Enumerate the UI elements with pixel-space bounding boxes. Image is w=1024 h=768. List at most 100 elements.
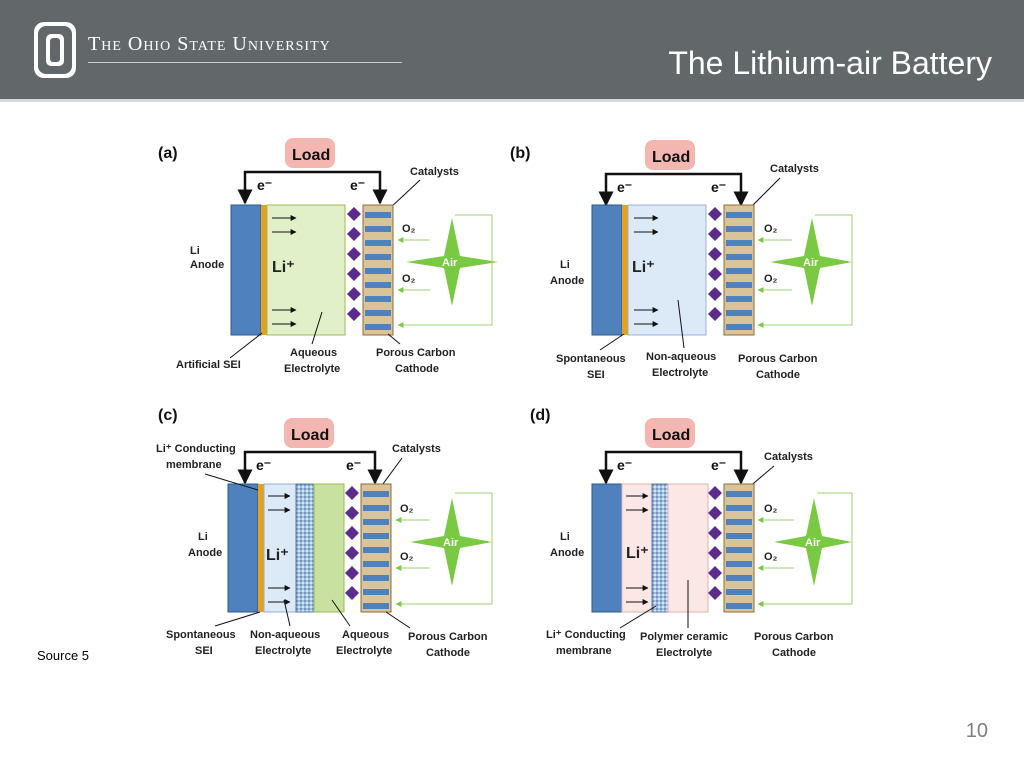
panel-b-cathode-label-1: Porous Carbon — [738, 353, 818, 365]
panel-a-load: Load — [292, 147, 330, 164]
panel-a-o2-bottom: O₂ — [402, 273, 416, 285]
panel-a-cathode-label-2: Cathode — [395, 363, 439, 375]
panel-c-sei — [258, 484, 264, 612]
panel-c-cathode-label-1: Porous Carbon — [408, 631, 488, 643]
panel-a-electron-left: e⁻ — [257, 177, 272, 193]
panel-a-anode-label-1: Li — [190, 245, 200, 257]
panel-c-load: Load — [291, 427, 329, 444]
panel-b-o2-bottom: O₂ — [764, 273, 778, 285]
panel-d-catalysts-label: Catalysts — [764, 451, 813, 463]
panel-b-electrolyte-label-2: Electrolyte — [652, 367, 708, 379]
panel-b-cathode-label-2: Cathode — [756, 369, 800, 381]
panel-a-air-path — [397, 214, 493, 328]
panel-d-cathode — [723, 483, 755, 613]
panel-c-o2-bottom: O₂ — [400, 551, 414, 563]
panel-b-electrolyte-label-1: Non-aqueous — [646, 351, 716, 363]
panel-a-catalysts-label: Catalysts — [410, 166, 459, 178]
panel-c-anode — [227, 483, 259, 613]
panel-d-cathode-label-2: Cathode — [772, 647, 816, 659]
panel-d-membrane-label-2: membrane — [556, 645, 612, 657]
panel-a-cathode-label-1: Porous Carbon — [376, 347, 456, 359]
panel-b: (b) Load e⁻ e⁻ Catalysts Li⁺ — [510, 140, 853, 381]
panel-b-electrolyte — [627, 204, 707, 336]
panel-b-anode — [591, 204, 623, 336]
panel-c-electron-left: e⁻ — [256, 457, 271, 473]
panel-d-li-ion: Li⁺ — [626, 545, 649, 562]
panel-a-electron-right: e⁻ — [350, 177, 365, 193]
panel-c-electron-right: e⁻ — [346, 457, 361, 473]
panel-a-electrolyte-label-2: Electrolyte — [284, 363, 340, 375]
panel-a-circuit — [237, 170, 388, 205]
panel-d-cathode-label-1: Porous Carbon — [754, 631, 834, 643]
panel-c-load-box — [284, 418, 334, 448]
panel-c-aq-label-2: Electrolyte — [336, 645, 392, 657]
panel-b-o2-top: O₂ — [764, 223, 778, 235]
panel-a-o2-top: O₂ — [402, 223, 416, 235]
panel-a-anode — [230, 204, 262, 336]
panel-a-air-star — [406, 218, 498, 306]
panel-d-load: Load — [652, 427, 690, 444]
panel-a-air: Air — [442, 257, 458, 269]
panel-d-polymer-label-1: Polymer ceramic — [640, 631, 728, 643]
panel-b-load-box — [645, 140, 695, 170]
panel-c-li-ion: Li⁺ — [266, 547, 289, 564]
panel-d-tag: (d) — [530, 407, 550, 424]
panel-c-sei-label-1: Spontaneous — [166, 629, 236, 641]
panel-b-sei-label-2: SEI — [587, 369, 605, 381]
panel-a-catalyst-diamonds — [347, 207, 361, 321]
panel-c-air-star — [410, 498, 492, 586]
panel-b-electron-left: e⁻ — [617, 179, 632, 195]
panel-c-cathode — [360, 483, 392, 613]
panel-a-load-box — [285, 138, 335, 168]
panel-c-sei-label-2: SEI — [195, 645, 213, 657]
panel-a-electrolyte-label-1: Aqueous — [290, 347, 337, 359]
panel-a-li-ion: Li⁺ — [272, 259, 295, 276]
university-name: The Ohio State University — [88, 33, 331, 55]
panel-d-catalyst-diamonds — [708, 486, 722, 600]
panel-b-electron-right: e⁻ — [711, 179, 726, 195]
panel-c-anode-label-2: Anode — [188, 547, 222, 559]
source-note: Source 5 — [37, 648, 90, 663]
page-number: 10 — [965, 720, 988, 742]
slide-header: The Ohio State University The Lithium-ai… — [0, 0, 1024, 102]
slide-title: The Lithium-air Battery — [668, 45, 992, 81]
panel-d-air: Air — [805, 537, 821, 549]
panel-c-nonaq-label-2: Electrolyte — [255, 645, 311, 657]
ohio-state-block-o-logo — [34, 22, 76, 78]
panel-c-anode-label-1: Li — [198, 531, 208, 543]
panel-d-anode-label-2: Anode — [550, 547, 584, 559]
panel-c-tag: (c) — [158, 407, 178, 424]
panel-a-tag: (a) — [158, 145, 178, 162]
panel-d-membrane — [651, 483, 669, 613]
panel-d-electron-right: e⁻ — [711, 457, 726, 473]
panel-c-membrane-label-1: Li⁺ Conducting — [156, 443, 236, 455]
panel-d-air-star — [774, 498, 852, 586]
panel-c-o2-top: O₂ — [400, 503, 414, 515]
panel-c-membrane — [295, 483, 315, 613]
panel-c-nonaq-label-1: Non-aqueous — [250, 629, 320, 641]
panel-b-anode-label-1: Li — [560, 259, 570, 271]
panel-b-catalysts-label: Catalysts — [770, 163, 819, 175]
panel-d-membrane-label-1: Li⁺ Conducting — [546, 629, 626, 641]
panel-a-sei — [261, 205, 267, 335]
panel-d-o2-bottom: O₂ — [764, 551, 778, 563]
panel-c-membrane-label-2: membrane — [166, 459, 222, 471]
panel-a-anode-label-2: Anode — [190, 259, 224, 271]
panel-b-air: Air — [803, 257, 819, 269]
panel-a-cathode — [362, 204, 394, 336]
panel-b-load: Load — [652, 149, 690, 166]
panel-c: (c) Load e⁻ e⁻ Catalysts Li⁺ — [156, 407, 493, 659]
panel-d: (d) Load e⁻ e⁻ Catalysts Li⁺ — [530, 407, 853, 659]
panel-b-air-star — [770, 218, 852, 306]
panel-c-catalysts-label: Catalysts — [392, 443, 441, 455]
panel-b-cathode — [723, 204, 755, 336]
panel-d-anode — [591, 483, 623, 613]
panel-c-nonaqueous-electrolyte — [263, 483, 297, 613]
panel-b-li-ion: Li⁺ — [632, 259, 655, 276]
panel-b-sei — [622, 205, 628, 335]
university-rule — [88, 62, 402, 63]
panel-d-load-box — [645, 418, 695, 448]
panel-b-tag: (b) — [510, 145, 530, 162]
panel-b-anode-label-2: Anode — [550, 275, 584, 287]
